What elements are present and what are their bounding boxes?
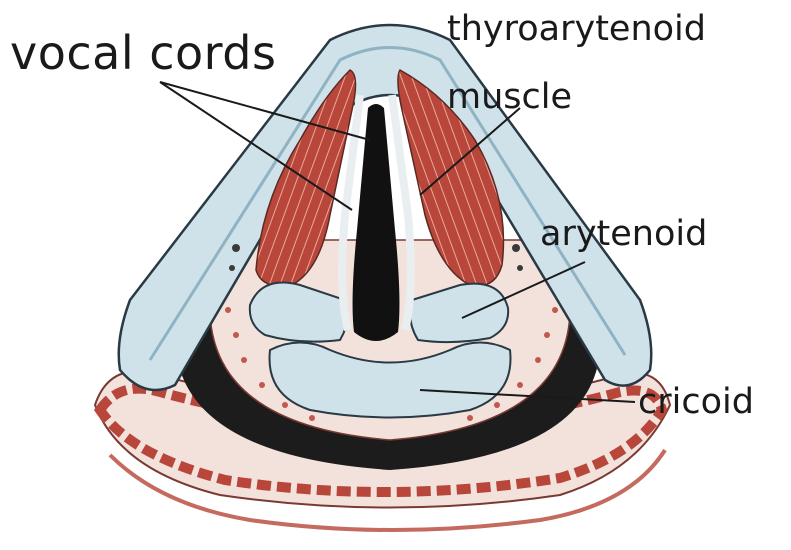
glottis-opening [353, 104, 400, 341]
thyroarytenoid-label: thyroarytenoid [447, 12, 706, 47]
cricoid-label: cricoid [638, 385, 754, 420]
muscle-label: muscle [447, 80, 572, 115]
arytenoid-label: arytenoid [540, 217, 707, 252]
vocal-cords-label: vocal cords [10, 30, 276, 76]
